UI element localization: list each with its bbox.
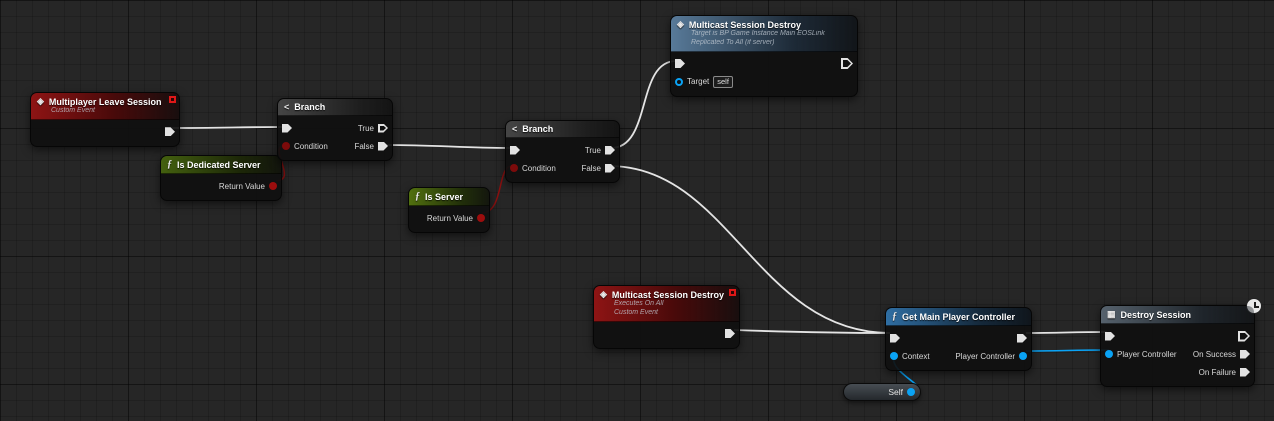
exec-out-pin[interactable]: [841, 58, 853, 69]
exec-out-pin[interactable]: [1017, 333, 1027, 343]
function-icon: ƒ: [892, 311, 897, 322]
node-is-server[interactable]: ƒ Is Server Return Value: [408, 187, 490, 233]
node-title: Multiplayer Leave Session: [48, 96, 162, 107]
return-value-label: Return Value: [426, 213, 473, 223]
node-title: Multicast Session Destroy: [611, 289, 724, 300]
condition-label: Condition: [294, 141, 328, 151]
target-pin[interactable]: [675, 77, 683, 86]
exec-out-pin[interactable]: [1238, 330, 1250, 342]
node-title: Multicast Session Destroy: [688, 19, 801, 30]
player-controller-in-pin[interactable]: [1105, 350, 1113, 358]
exec-out-pin[interactable]: [725, 329, 735, 338]
node-multicast-session-destroy-event[interactable]: ◈ Multicast Session Destroy Executes On …: [593, 285, 740, 349]
exec-in-pin[interactable]: [1105, 331, 1115, 341]
node-self[interactable]: Self: [843, 383, 921, 401]
event-flag-icon: [729, 289, 736, 296]
wire-exec-event-to-getmain[interactable]: [733, 329, 891, 334]
condition-label: Condition: [522, 163, 556, 173]
event-icon: ◈: [600, 289, 607, 299]
false-label: False: [581, 163, 601, 173]
node-is-dedicated-server[interactable]: ƒ Is Dedicated Server Return Value: [160, 155, 282, 201]
wire-exec-branch1false-to-branch2[interactable]: [385, 144, 512, 149]
player-controller-out-pin[interactable]: [1019, 352, 1027, 360]
target-default-value[interactable]: self: [713, 75, 733, 88]
exec-in-pin[interactable]: [510, 145, 520, 155]
node-branch-2[interactable]: < Branch True Condition False: [505, 120, 620, 183]
exec-false-pin[interactable]: [605, 163, 615, 173]
self-out-pin[interactable]: [907, 388, 915, 396]
wire-exec-leave-to-branch1[interactable]: [169, 126, 285, 129]
function-icon: ƒ: [415, 191, 420, 202]
wire-exec-branch2false-to-getmain[interactable]: [610, 165, 891, 334]
exec-in-pin[interactable]: [282, 123, 292, 133]
node-subtitle: Custom Event: [51, 107, 95, 114]
false-label: False: [354, 141, 374, 151]
on-failure-pin[interactable]: [1240, 367, 1250, 377]
exec-in-pin[interactable]: [675, 59, 685, 68]
on-success-pin[interactable]: [1240, 349, 1250, 359]
event-icon: ◈: [37, 96, 44, 106]
node-subtitle-2: Replicated To All (if server): [691, 38, 775, 46]
on-success-label: On Success: [1192, 349, 1236, 359]
context-label: Context: [902, 351, 930, 361]
node-title: Is Server: [425, 191, 464, 202]
wire-obj-playercontroller[interactable]: [1025, 349, 1110, 352]
node-get-main-player-controller[interactable]: ƒ Get Main Player Controller Context Pla…: [885, 307, 1032, 371]
node-title: Branch: [522, 124, 554, 134]
node-multiplayer-leave-session[interactable]: ◈ Multiplayer Leave Session Custom Event: [30, 92, 180, 147]
bool-out-pin[interactable]: [269, 182, 277, 190]
node-title: Destroy Session: [1120, 309, 1192, 320]
exec-out-pin[interactable]: [165, 127, 175, 137]
wire-exec-branch2true-to-multicast[interactable]: [610, 60, 677, 149]
true-label: True: [357, 123, 374, 133]
node-title: Get Main Player Controller: [902, 311, 1016, 322]
context-pin[interactable]: [890, 352, 898, 360]
player-controller-out-label: Player Controller: [955, 351, 1015, 361]
branch-icon: <: [512, 124, 518, 134]
event-icon: ◈: [677, 19, 684, 29]
node-title: Branch: [294, 102, 326, 112]
return-value-label: Return Value: [218, 181, 265, 191]
event-flag-icon: [169, 96, 176, 103]
exec-true-pin[interactable]: [605, 145, 615, 155]
node-subtitle-2: Custom Event: [614, 308, 658, 316]
node-branch-1[interactable]: < Branch True Condition False: [277, 98, 393, 161]
on-failure-label: On Failure: [1198, 367, 1236, 377]
target-label: Target: [687, 77, 710, 86]
exec-in-pin[interactable]: [890, 333, 900, 343]
destroy-session-icon: ▦: [1107, 309, 1116, 319]
node-multicast-session-destroy-call[interactable]: ◈ Multicast Session Destroy Target is BP…: [670, 15, 858, 97]
node-destroy-session[interactable]: ▦ Destroy Session Player Controller On S…: [1100, 298, 1262, 387]
true-label: True: [584, 145, 601, 155]
exec-true-pin[interactable]: [378, 123, 388, 133]
node-title: Is Dedicated Server: [177, 159, 261, 170]
branch-icon: <: [284, 102, 290, 112]
player-controller-in-label: Player Controller: [1117, 349, 1177, 359]
wire-exec-getmain-to-destroy[interactable]: [1025, 331, 1108, 334]
function-icon: ƒ: [167, 159, 172, 170]
node-subtitle-1: Executes On All: [614, 300, 664, 307]
self-label: Self: [888, 387, 903, 397]
condition-pin[interactable]: [510, 164, 518, 172]
condition-pin[interactable]: [282, 142, 290, 150]
node-subtitle-1: Target is BP Game Instance Main EOSLink: [691, 30, 825, 37]
exec-false-pin[interactable]: [378, 141, 388, 151]
bool-out-pin[interactable]: [477, 214, 485, 222]
